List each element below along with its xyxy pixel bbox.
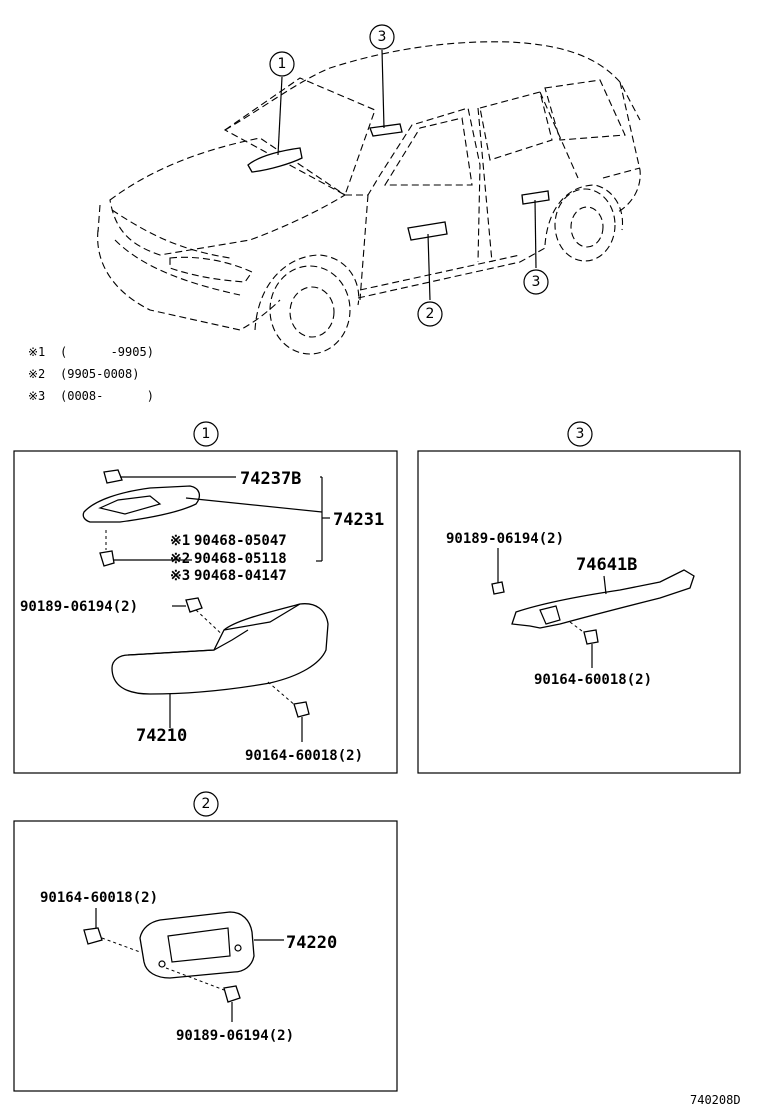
car-handle-1 bbox=[247, 147, 303, 173]
label-clip1: 90468-05047 bbox=[194, 533, 287, 549]
nut-part bbox=[491, 581, 505, 595]
panel-1: 1 74237B 74231 ※1 90468-05047 ※2 90468-0… bbox=[13, 421, 398, 774]
note-mark-1: ※1 bbox=[28, 345, 45, 359]
car-illustration bbox=[97, 41, 641, 355]
diagram-code: 740208D bbox=[690, 1093, 741, 1107]
label-clip2: 90468-05118 bbox=[194, 551, 287, 567]
panel-1-frame bbox=[13, 450, 398, 774]
nut-part bbox=[185, 597, 203, 613]
overview-callout-3-rear: 3 bbox=[523, 269, 549, 295]
callout-number: 2 bbox=[426, 306, 435, 322]
label-nut-3: 90189-06194(2) bbox=[446, 531, 564, 547]
cap-part bbox=[103, 469, 123, 484]
label-assy: 74231 bbox=[333, 510, 384, 530]
car-handle-3-rear bbox=[521, 190, 550, 205]
screw-part bbox=[83, 927, 103, 945]
clip2-mark: ※2 bbox=[170, 551, 190, 567]
nut-part bbox=[223, 985, 241, 1003]
panel-1-number: 1 bbox=[202, 426, 211, 442]
screw-part bbox=[293, 701, 310, 718]
car-handle-3-roof bbox=[369, 123, 403, 137]
panel-3-frame bbox=[417, 450, 741, 774]
label-nut-2: 90189-06194(2) bbox=[176, 1028, 294, 1044]
label-cap: 74237B bbox=[240, 469, 301, 489]
label-nut-1: 90189-06194(2) bbox=[20, 599, 138, 615]
panel-2-frame bbox=[13, 820, 398, 1092]
label-screw-2: 90164-60018(2) bbox=[40, 890, 158, 906]
assy-part bbox=[82, 485, 201, 523]
note-range-2: (9905-0008) bbox=[60, 367, 139, 381]
note-mark-3: ※3 bbox=[28, 389, 45, 403]
panel-3: 3 90189-06194(2) 74641B 90164-60018(2) bbox=[417, 421, 741, 774]
overview-callout-3-roof: 3 bbox=[369, 24, 395, 50]
overview-callout-2: 2 bbox=[417, 301, 443, 327]
handle-part-74210 bbox=[111, 603, 329, 695]
callout-number: 1 bbox=[278, 56, 287, 72]
label-handle-3: 74641B bbox=[576, 555, 637, 575]
note-range-3: (0008- ) bbox=[60, 389, 154, 403]
panel-2: 2 90164-60018(2) 74220 90189-06194(2) bbox=[13, 791, 398, 1092]
overview-callout-1: 1 bbox=[269, 51, 295, 77]
clip-part bbox=[99, 550, 115, 567]
handle-part-74641B bbox=[511, 569, 695, 629]
label-handle-1: 74210 bbox=[136, 726, 187, 746]
callout-number: 3 bbox=[532, 274, 541, 290]
note-mark-2: ※2 bbox=[28, 367, 45, 381]
callout-number: 3 bbox=[378, 29, 387, 45]
clip1-mark: ※1 bbox=[170, 533, 190, 549]
clip3-mark: ※3 bbox=[170, 568, 190, 584]
label-screw-1: 90164-60018(2) bbox=[245, 748, 363, 764]
screw-part bbox=[583, 629, 599, 645]
note-range-1: ( -9905) bbox=[60, 345, 154, 359]
car-handle-2 bbox=[407, 221, 448, 241]
label-handle-2: 74220 bbox=[286, 933, 337, 953]
applicability-notes: ※1 ( -9905) ※2 (9905-0008) ※3 (0008- ) bbox=[28, 345, 154, 403]
label-clip3: 90468-04147 bbox=[194, 568, 287, 584]
panel-2-number: 2 bbox=[202, 796, 211, 812]
panel-3-number: 3 bbox=[576, 426, 585, 442]
label-screw-3: 90164-60018(2) bbox=[534, 672, 652, 688]
